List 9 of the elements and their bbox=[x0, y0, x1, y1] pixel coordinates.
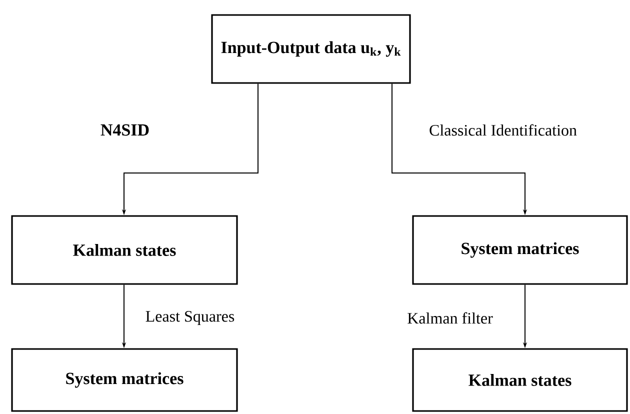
process-box: System matrices bbox=[412, 215, 628, 285]
process-box: Input-Output data u$_{k}$, y$_{k}$ bbox=[211, 14, 411, 84]
process-box: Kalman states bbox=[412, 348, 628, 412]
edge-label: N4SID bbox=[99, 123, 151, 137]
edge-label: Kalman filter bbox=[406, 311, 494, 325]
edge-label: Least Squares bbox=[144, 310, 236, 326]
process-box: Kalman states bbox=[11, 215, 238, 285]
edge-label: Classical Identification bbox=[428, 123, 578, 137]
process-box: System matrices bbox=[11, 348, 238, 412]
